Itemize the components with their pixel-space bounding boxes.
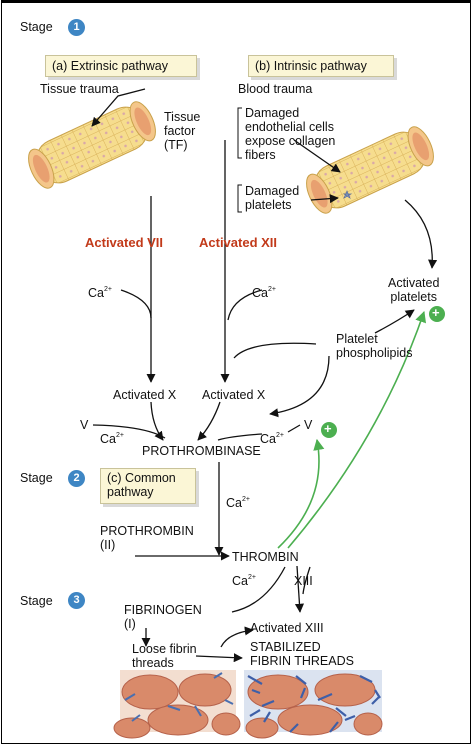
activated-vii-label: Activated VII [85,235,164,250]
intrinsic-bracket [237,107,242,213]
calcium-label: Ca2+ [88,286,112,300]
feedback-plus-icon [429,306,445,322]
feedback-plus-icon [321,422,337,438]
common-pathway-box: (c) Common pathway [100,468,196,504]
damaged-endothelial-label: Damaged endothelial cells expose collage… [245,106,336,162]
activated-platelets-label: Activated platelets [388,276,440,304]
stage-3-label: Stage [20,594,53,608]
damaged-platelets-label: Damaged platelets [245,184,300,212]
prothrombinase-label: PROTHROMBINASE [142,444,261,458]
extrinsic-vessel-illustration [28,101,156,189]
extrinsic-pathway-box: (a) Extrinsic pathway [45,55,197,77]
factor-v-left-label: V [80,418,89,432]
calcium-label: Ca2+ [252,286,276,300]
blood-trauma-label: Blood trauma [238,82,313,96]
arrows [91,88,438,663]
tissue-trauma-label: Tissue trauma [40,82,119,96]
stage-1-label: Stage [20,20,53,34]
activated-x-intrinsic-label: Activated X [202,388,266,402]
stage-1-badge: 1 [68,19,85,36]
positive-feedback-arrows [277,310,427,549]
factor-xiii-label: XIII [294,574,313,588]
stage-3-badge: 3 [68,592,85,609]
intrinsic-vessel-illustration [306,126,434,214]
calcium-label: Ca2+ [260,432,284,446]
activated-x-extrinsic-label: Activated X [113,388,177,402]
loose-fibrin-illustration [113,670,241,739]
stabilized-fibrin-illustration [244,670,383,739]
fibrinogen-label: FIBRINOGEN (I) [124,603,202,631]
platelet-phospholipids-label: Platelet phospholipids [336,332,413,360]
thrombin-label: THROMBIN [232,550,299,564]
tissue-factor-label: Tissue factor (TF) [164,110,201,152]
feedback-plus-label: + [432,305,440,320]
intrinsic-pathway-box: (b) Intrinsic pathway [248,55,394,77]
feedback-plus-label: + [324,421,332,436]
calcium-label: Ca2+ [232,574,256,588]
factor-v-right-label: V [304,418,313,432]
stage-2-label: Stage [20,471,53,485]
activated-xii-label: Activated XII [199,235,278,250]
prothrombin-label: PROTHROMBIN (II) [100,524,194,552]
calcium-label: Ca2+ [226,496,250,510]
activated-xiii-label: Activated XIII [250,621,324,635]
stabilized-fibrin-label: STABILIZED FIBRIN THREADS [250,640,354,668]
stage-2-badge: 2 [68,470,85,487]
loose-fibrin-label: Loose fibrin threads [132,642,197,670]
calcium-label: Ca2+ [100,432,124,446]
